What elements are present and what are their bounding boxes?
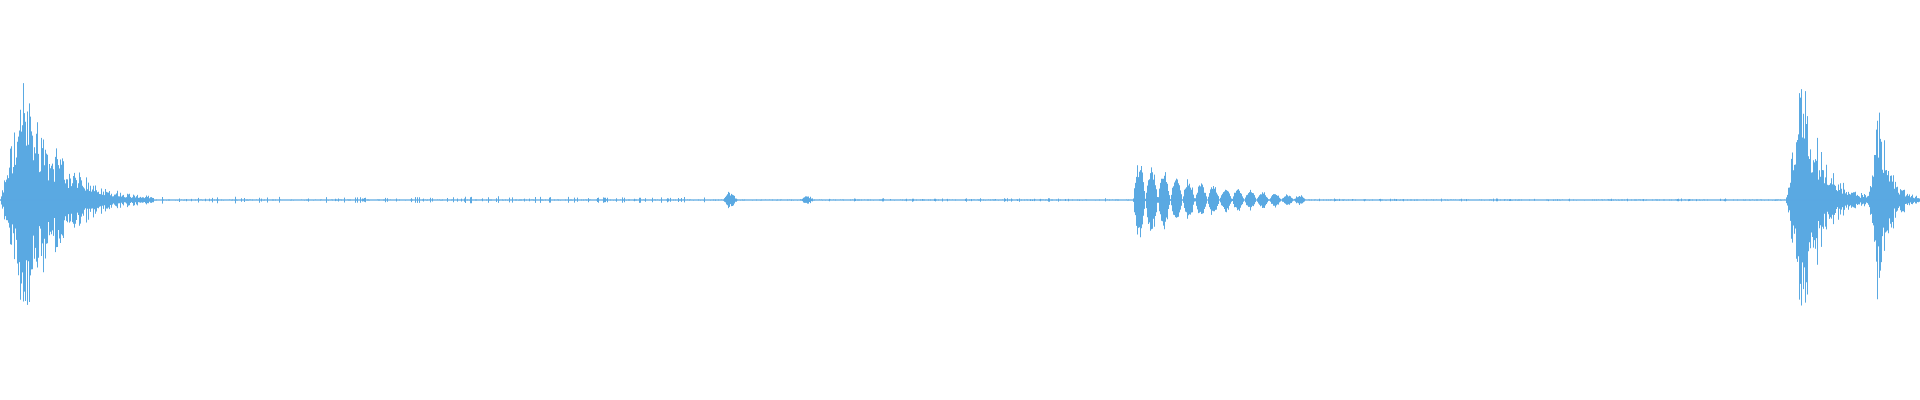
waveform-bars: [0, 83, 1920, 306]
